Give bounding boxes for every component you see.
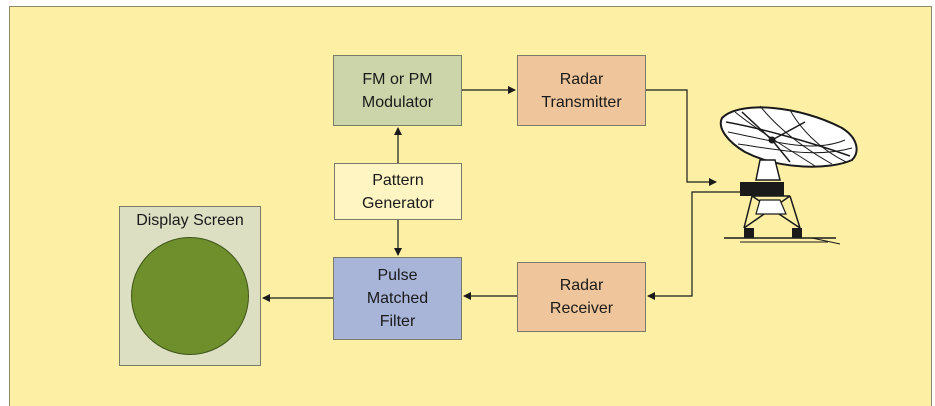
pattern-generator-block: Pattern Generator <box>334 163 462 220</box>
radar-dish-antenna-icon <box>719 105 858 245</box>
display-screen-title: Display Screen <box>136 212 244 229</box>
radar-transmitter-block: Radar Transmitter <box>517 55 646 126</box>
modulator-block: FM or PM Modulator <box>333 55 462 126</box>
arrow-antenna-to-receiver <box>647 191 740 300</box>
pulse-matched-filter-block: Pulse Matched Filter <box>333 257 462 340</box>
arrow-transmitter-to-antenna <box>646 89 717 186</box>
display-screen-circle <box>131 237 249 355</box>
radar-receiver-block: Radar Receiver <box>517 262 646 332</box>
display-screen-panel: Display Screen <box>119 206 261 366</box>
